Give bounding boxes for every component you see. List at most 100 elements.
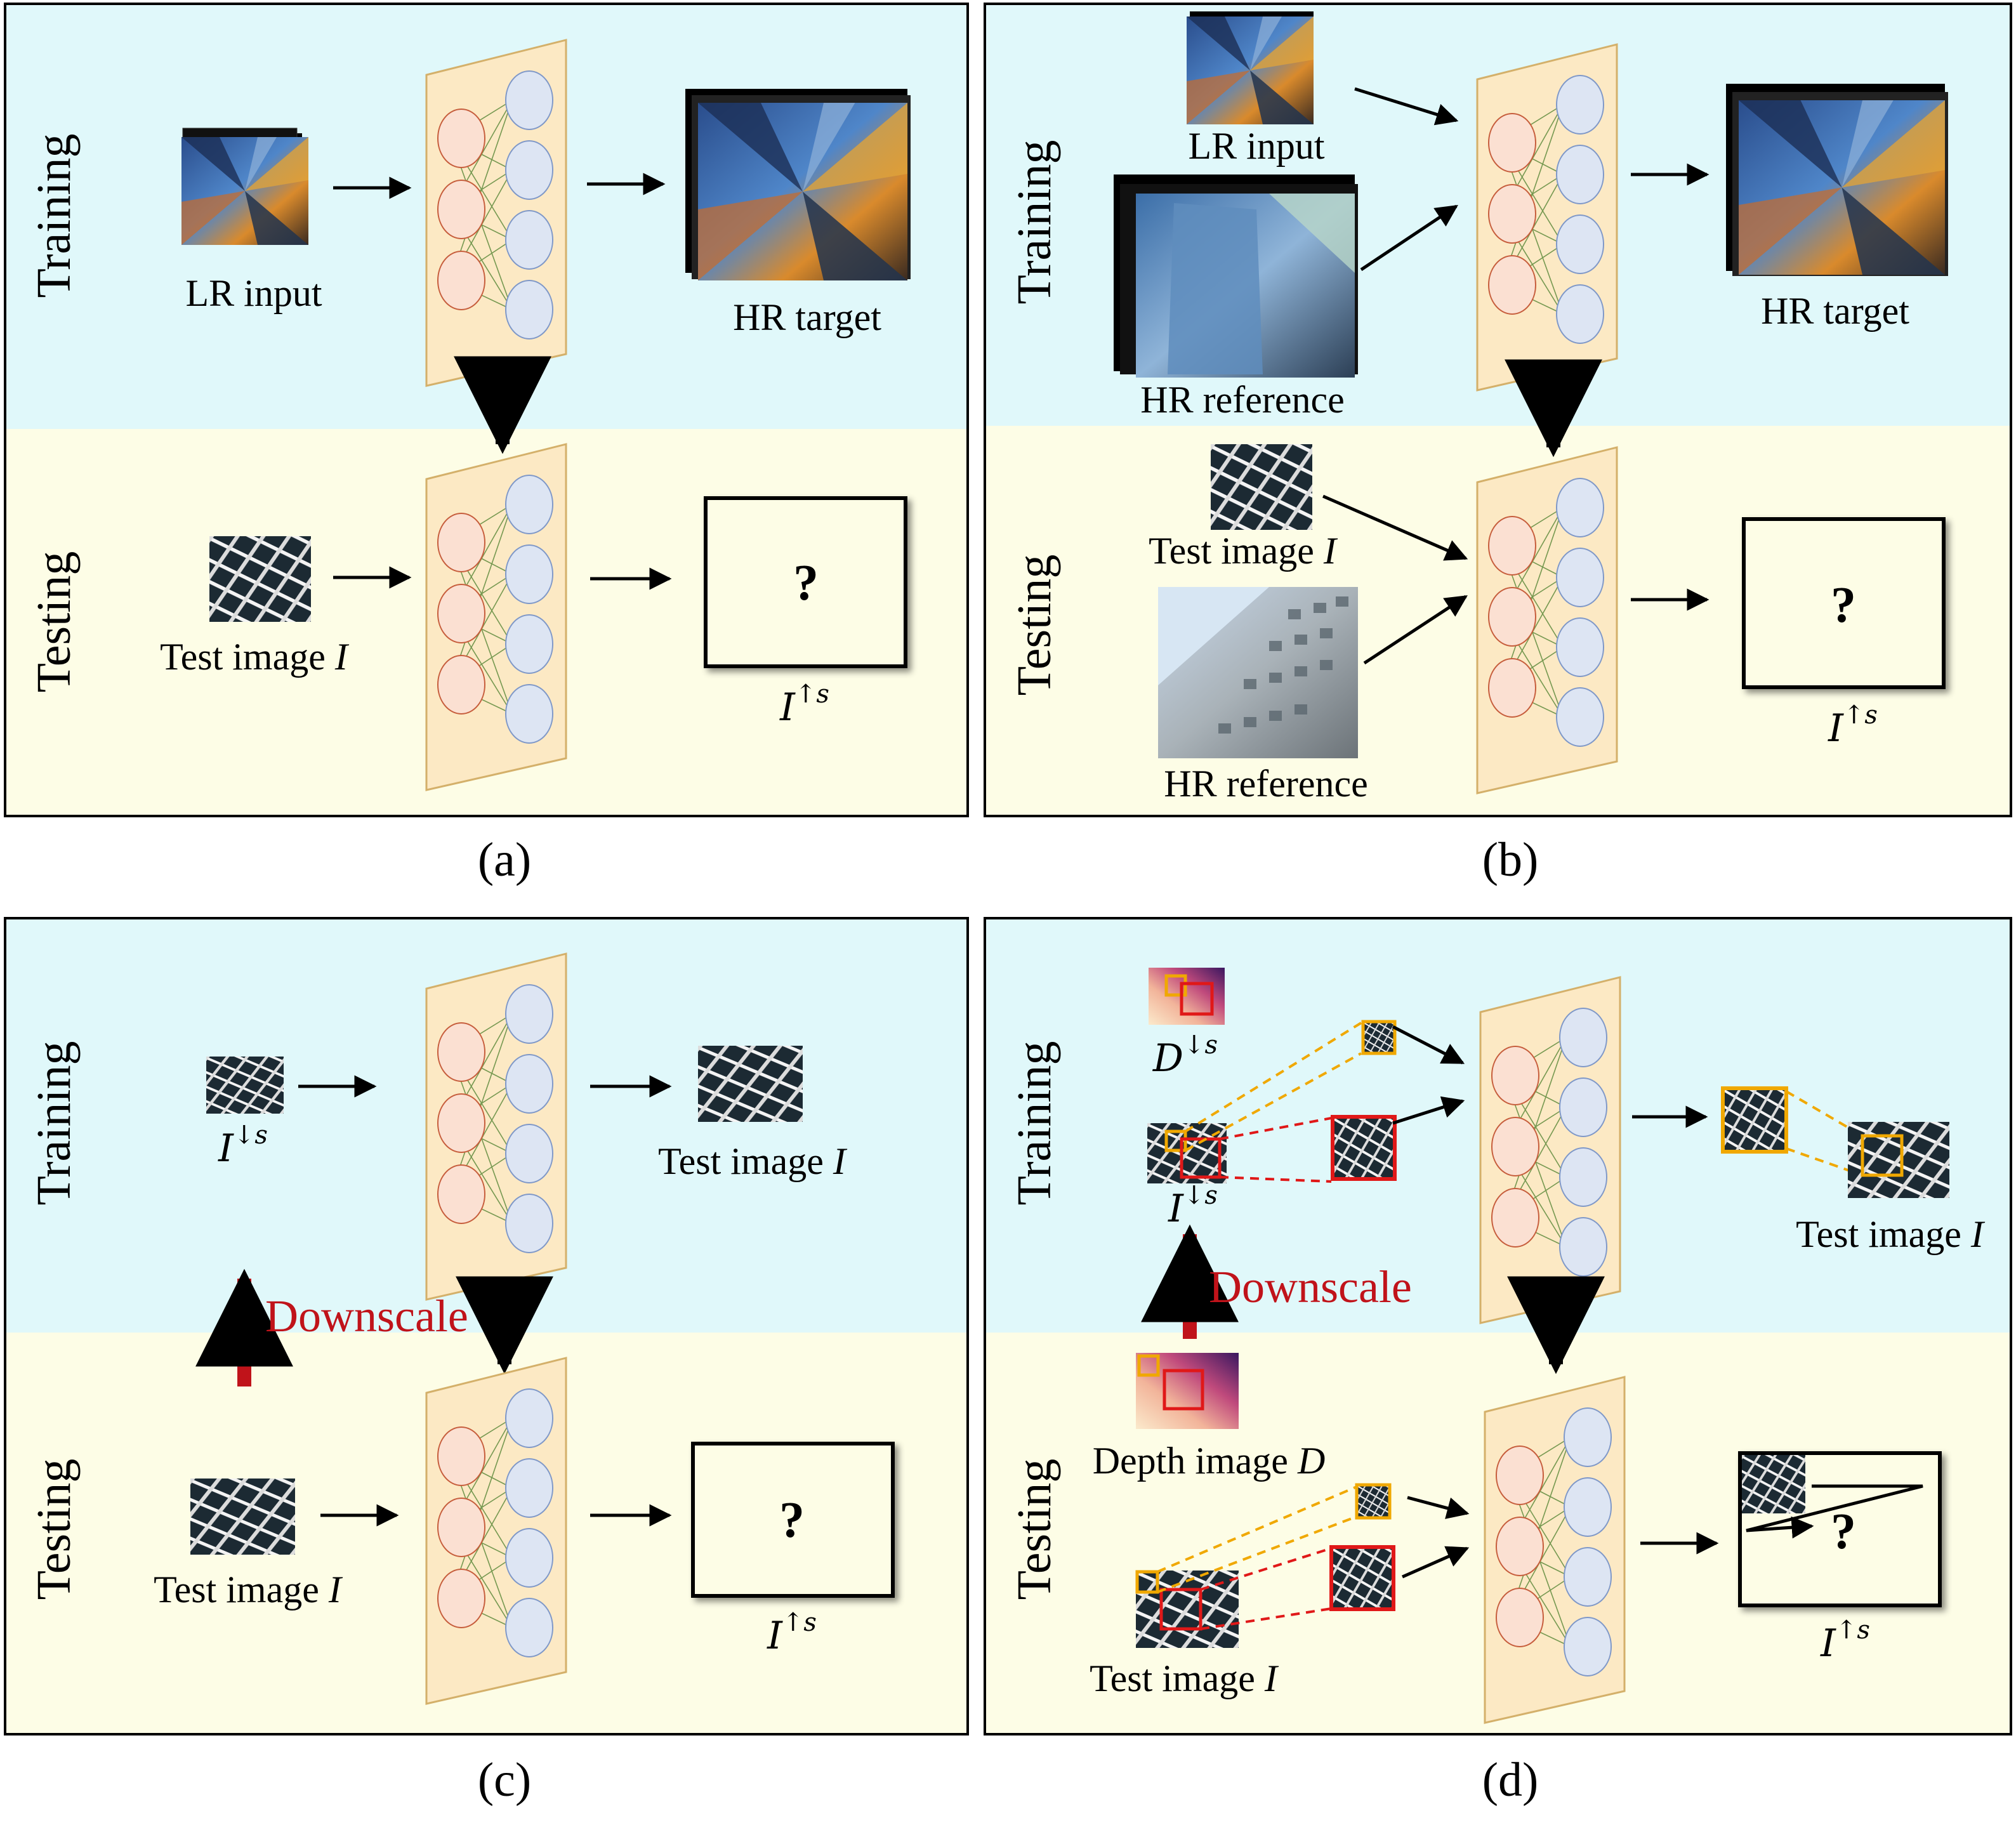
panel-b-hr-target-image <box>1726 84 1948 276</box>
panel-d-zoom-line-3 <box>1219 1117 1332 1140</box>
panel-c-training-label: Training <box>27 1041 81 1205</box>
panel-c-output-box <box>691 1442 895 1598</box>
panel-b-output-label: I↑s <box>1828 701 1878 751</box>
panel-d-downscaled-image <box>1147 1123 1227 1183</box>
panel-d-depth-small-patch <box>1137 1354 1160 1377</box>
panel-a-output-label: I↑s <box>779 680 829 730</box>
panel-d-downscaled-large-patch <box>1180 1137 1222 1179</box>
panel-b-unknown: ? <box>1831 577 1856 633</box>
panel-a-test-network <box>425 443 567 791</box>
panel-d-zoom-line-2 <box>1185 1052 1362 1152</box>
panel-c-unknown: ? <box>779 1492 805 1548</box>
panel-b: Training Testing LR input HR reference H… <box>984 3 2012 817</box>
panel-b-hr-target-label: HR target <box>1761 290 1909 332</box>
panel-a-lr-input-image <box>181 128 308 245</box>
panel-d-zoom-line-10 <box>1200 1607 1332 1630</box>
panel-d-depth-down-label: D↓s <box>1152 1031 1218 1081</box>
panel-b-caption: (b) <box>1482 833 1539 886</box>
panel-a-training-label: Training <box>27 133 81 298</box>
panel-d-training-label: Training <box>1008 1041 1061 1205</box>
panel-b-output-box <box>1742 517 1946 689</box>
panel-d-unknown: ? <box>1831 1504 1856 1560</box>
panel-b-lr-input-label: LR input <box>1188 125 1324 167</box>
panel-d-arrow-2 <box>1392 1096 1465 1125</box>
panel-d-raster-scan <box>1746 1484 1923 1539</box>
panel-b-test-network <box>1476 446 1618 794</box>
panel-d-zoom-line-7 <box>1157 1485 1357 1573</box>
panel-c-output-label: I↑s <box>767 1608 817 1658</box>
panel-a-hr-target-image <box>685 89 911 280</box>
panel-d-test-small-zoom <box>1355 1483 1392 1520</box>
panel-d-test-image-label: Test image I <box>1090 1657 1279 1699</box>
panel-c-downscale-label: Downscale <box>265 1291 468 1341</box>
panel-d-depth-down-small-patch <box>1164 974 1187 997</box>
panel-b-hr-reference-train-image <box>1114 175 1358 378</box>
panel-d-depth-large-patch <box>1163 1369 1204 1411</box>
panel-d-downscaled-small-patch <box>1164 1129 1187 1152</box>
panel-d-caption: (d) <box>1482 1753 1539 1807</box>
panel-d-testing-label: Testing <box>1008 1459 1061 1600</box>
panel-b-hr-reference-test-label: HR reference <box>1164 763 1367 805</box>
panel-a-train-network <box>425 39 567 387</box>
panel-b-hr-reference-test-image <box>1158 587 1358 758</box>
panel-d-depth-label: Depth image D <box>1093 1440 1326 1482</box>
panel-d-downscale-label: Downscale <box>1209 1261 1412 1312</box>
panel-d-depth-image <box>1136 1353 1239 1429</box>
panel-b-testing-label: Testing <box>1008 555 1061 696</box>
panel-a-test-image-label: Test image I <box>160 636 350 678</box>
panel-a-unknown: ? <box>793 555 819 611</box>
panel-d-test-small-patch <box>1135 1570 1159 1594</box>
panel-b-test-image <box>1211 444 1312 530</box>
panel-d-zoom-line-4 <box>1219 1176 1332 1183</box>
panel-d-zoom-line-9 <box>1200 1547 1332 1591</box>
panel-a-testing-label: Testing <box>27 551 81 693</box>
panel-b-arrow-2 <box>1360 204 1458 272</box>
panel-d-train-large-patch <box>1331 1115 1397 1181</box>
panel-c-downscaled-image <box>206 1057 284 1114</box>
panel-b-training-label: Training <box>1008 140 1061 304</box>
panel-c-testing-label: Testing <box>27 1459 81 1600</box>
panel-b-lr-input-image <box>1187 11 1314 124</box>
panel-d-test-large-patch <box>1159 1588 1202 1631</box>
panel-c-train-network <box>425 952 567 1301</box>
panel-d-test-image <box>1135 1570 1239 1648</box>
panel-d-downscaled-label: I↓s <box>1168 1181 1218 1231</box>
panel-b-arrow-1 <box>1354 87 1459 126</box>
panel-d-arrow-5 <box>1401 1546 1470 1579</box>
panel-c-test-image-label: Test image I <box>154 1569 343 1610</box>
panel-c-caption: (c) <box>478 1753 531 1807</box>
panel-b-arrow-5 <box>1363 595 1468 665</box>
panel-c-test-image <box>190 1478 295 1555</box>
panel-c-test-network <box>425 1357 567 1705</box>
panel-c: Training Testing I↓s Test image I Downsc… <box>4 917 969 1735</box>
panel-a: Training Testing LR input HR target Test… <box>4 3 969 817</box>
panel-c-target-image <box>698 1046 803 1122</box>
panel-d-depth-down-large-patch <box>1180 982 1214 1016</box>
panel-a-output-box <box>704 496 907 668</box>
panel-a-lr-input-label: LR input <box>185 272 322 314</box>
panel-d-target-label: Test image I <box>1796 1213 1986 1255</box>
panel-c-downscaled-label: I↓s <box>218 1121 268 1171</box>
panel-d-train-network <box>1479 976 1621 1324</box>
panel-b-train-network <box>1476 43 1618 392</box>
panel-d-arrow-1 <box>1392 1025 1465 1065</box>
panel-d: Training Testing D↓s I↓s <box>984 917 2012 1735</box>
panel-b-arrow-4 <box>1322 494 1468 561</box>
panel-a-test-image <box>209 536 311 622</box>
panel-d-zoom-line-8 <box>1157 1515 1357 1593</box>
panel-d-output-label: I↑s <box>1820 1616 1870 1666</box>
panel-d-target-image <box>1848 1122 1949 1198</box>
panel-d-test-large-zoom <box>1329 1545 1395 1611</box>
panel-a-caption: (a) <box>478 833 531 886</box>
panel-d-test-network <box>1484 1376 1626 1724</box>
panel-a-hr-target-label: HR target <box>733 296 881 338</box>
panel-d-zoom-line-1 <box>1184 1022 1362 1133</box>
panel-d-predicted-patch <box>1721 1086 1788 1154</box>
panel-d-output-box <box>1738 1451 1942 1607</box>
panel-c-target-label: Test image I <box>658 1140 848 1182</box>
panel-d-depth-down-image <box>1149 968 1225 1025</box>
panel-d-arrow-4 <box>1407 1496 1470 1519</box>
panel-b-test-image-label: Test image I <box>1149 530 1338 572</box>
panel-b-hr-reference-train-label: HR reference <box>1140 379 1344 421</box>
